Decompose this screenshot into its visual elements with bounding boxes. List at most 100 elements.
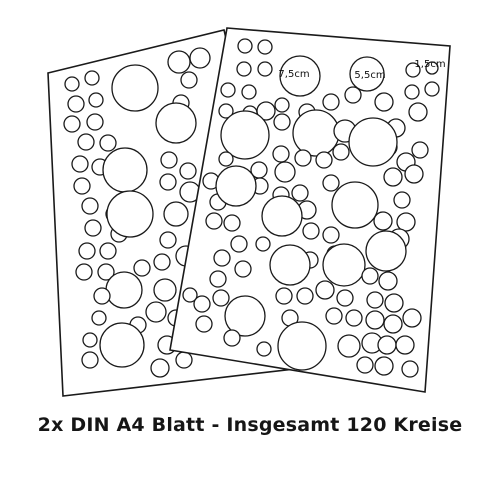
sticker-circle [160,151,178,169]
sticker-circle [159,173,177,191]
sticker-circle [105,271,143,309]
sticker-circle [145,301,167,323]
sticker-circle [377,335,397,355]
sticker-circle [277,321,327,371]
front-sheet: 7,5cm 5,5cm 1,5cm [169,27,451,393]
sticker-circle [322,93,340,111]
sticker-circle [365,310,385,330]
sticker-circle [63,115,81,133]
sticker-circle [315,280,335,300]
sticker-circle [402,308,422,328]
sticker-circle [374,92,394,112]
sticker-circle [195,315,213,333]
sticker-circle [315,151,333,169]
sticker-circle [230,235,248,253]
sticker-circle [84,70,100,86]
sticker-circle [404,84,420,100]
sticker-circle [234,260,252,278]
sticker-circle [88,92,104,108]
sticker-circle [366,291,384,309]
sticker-circle [294,149,312,167]
sticker-circle [344,86,362,104]
sticker-circle [274,161,296,183]
label-5-5cm: 5,5cm [354,70,385,81]
sticker-circle [401,360,419,378]
sticker-circle [257,61,273,77]
sticker-circle [272,145,290,163]
sticker-circle [220,82,236,98]
sticker-circle [189,47,211,69]
sticker-circle [361,267,379,285]
sticker-circle [93,287,111,305]
sticker-circle [78,242,96,260]
sticker-circle [302,222,320,240]
sticker-circle [337,334,361,358]
sticker-circle [220,110,270,160]
sticker-circle [180,71,198,89]
sticker-circle [182,287,198,303]
sticker-circle [111,64,159,112]
sticker-circle [67,95,85,113]
sticker-circle [193,295,211,313]
sticker-circle [365,230,407,272]
sticker-circle [384,293,404,313]
sticker-circle [64,76,80,92]
sticker-circle [325,307,343,325]
sticker-circle [348,117,398,167]
sticker-circle [159,231,177,249]
sticker-circle [345,309,363,327]
sticker-circle [71,155,89,173]
sticker-circle [256,101,276,121]
sticker-circle [77,133,95,151]
sticker-circle [133,259,151,277]
sticker-circle [175,351,193,369]
sticker-circle [215,165,257,207]
sticker-circle [241,84,257,100]
sticker-circle [224,295,266,337]
sticker-circle [81,351,99,369]
sticker-circle [274,97,290,113]
sticker-circle [411,141,429,159]
sticker-circle [374,356,394,376]
sticker-circle [155,102,197,144]
sticker-circle [205,212,223,230]
sticker-circle [91,310,107,326]
sticker-circle [275,287,293,305]
sticker-circle [405,62,421,78]
sticker-circle [84,219,102,237]
sticker-circle [408,102,428,122]
sticker-circle [257,39,273,55]
sticker-circle [322,174,340,192]
sticker-circle [99,134,117,152]
caption: 2x DIN A4 Blatt - Insgesamt 120 Kreise [37,414,463,436]
sticker-circle [404,164,424,184]
sticker-circle [255,236,271,252]
sticker-circle [336,289,354,307]
sticker-circle [349,56,385,92]
sticker-circle [86,113,104,131]
sticker-circle [99,242,117,260]
sticker-circle [383,167,403,187]
sticker-circle [424,81,440,97]
sticker-circle [163,201,189,227]
sticker-circle [279,55,321,97]
sticker-circle [167,50,191,74]
sticker-circle [291,184,309,202]
label-1-5cm: 1,5cm [414,59,445,70]
sticker-circle [81,197,99,215]
sticker-circle [356,356,374,374]
sticker-circle [218,151,234,167]
sticker-circle [153,253,171,271]
sticker-circle [237,38,253,54]
sticker-circle [82,332,98,348]
sticker-circle [378,271,398,291]
sticker-circle [395,335,415,355]
sticker-circle [331,181,379,229]
sticker-circle [75,263,93,281]
sticker-circle [236,61,252,77]
sticker-circle [209,270,227,288]
sticker-circle [223,214,241,232]
sticker-circle [102,147,148,193]
sticker-circle [373,211,393,231]
sticker-circle [425,61,439,75]
